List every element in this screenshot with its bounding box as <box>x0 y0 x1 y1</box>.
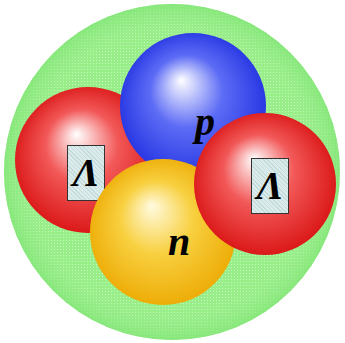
lambda-sphere: Λ <box>194 113 336 255</box>
halo-circle <box>4 4 340 340</box>
particle-symbol: Λ <box>73 153 100 193</box>
particle-symbol: Λ <box>257 166 284 206</box>
particle-symbol: n <box>168 222 190 262</box>
halo-rim <box>4 4 340 340</box>
particle-symbol: p <box>195 102 215 142</box>
